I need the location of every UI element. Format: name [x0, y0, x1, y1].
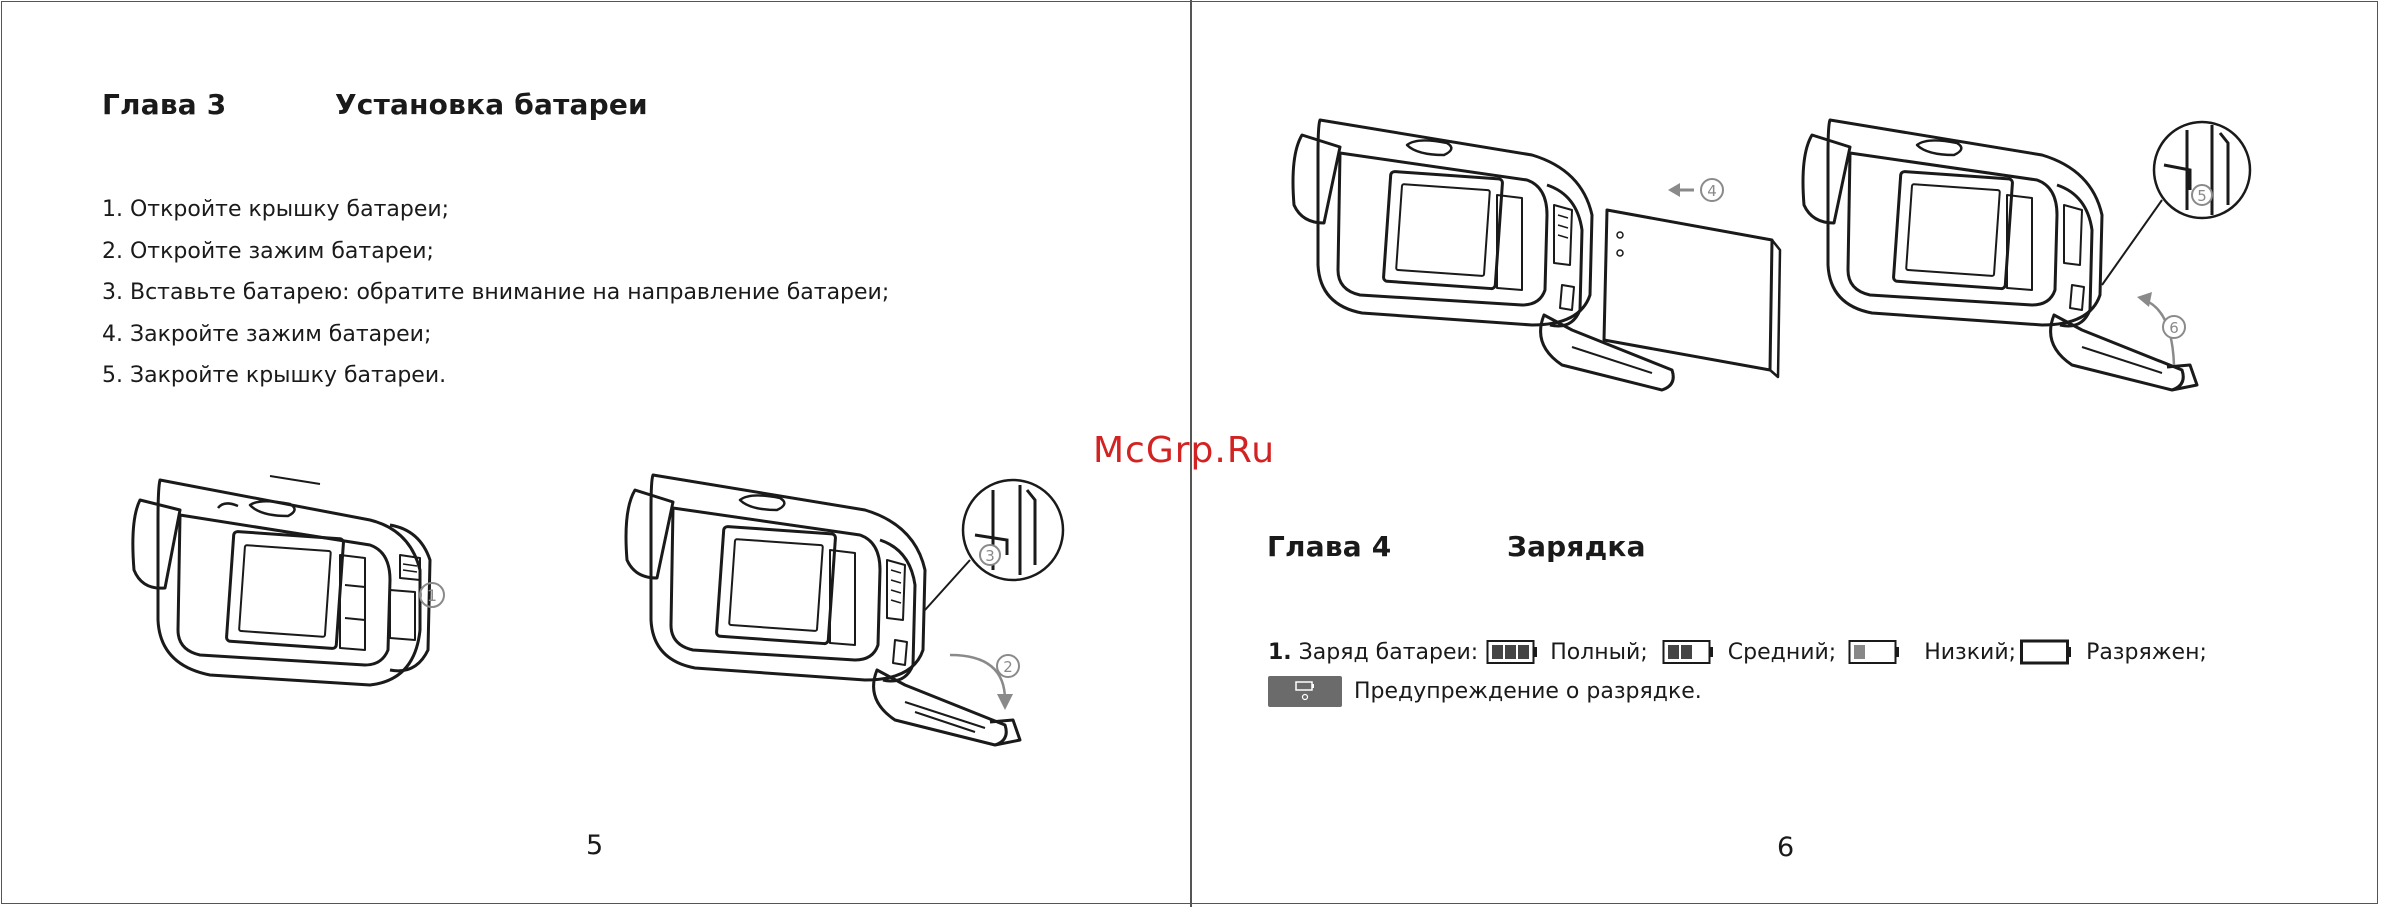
battery-full-icon — [1486, 640, 1538, 664]
battery-low-icon — [1848, 640, 1900, 664]
low-battery-warning-icon — [1268, 675, 1342, 707]
step-item: 3. Вставьте батарею: обратите внимание н… — [102, 280, 890, 305]
page-fold-divider — [1190, 0, 1192, 907]
svg-text:6: 6 — [2169, 319, 2179, 337]
step-item: 5. Закройте крышку батареи. — [102, 363, 447, 388]
charge-empty-label: Разряжен; — [2086, 639, 2207, 665]
step-item: 4. Закройте зажим батареи; — [102, 321, 432, 347]
chapter-4-title: Зарядка — [1507, 530, 1646, 563]
svg-text:2: 2 — [1003, 658, 1013, 676]
battery-charge-line: 1. Заряд батареи: Полный; Средний; Низки… — [1268, 632, 2207, 672]
page-number-6: 6 — [1777, 832, 1795, 863]
step-item: 1. Откройте крышку батареи; — [102, 197, 450, 222]
camcorder-battery-door-illustration: 3 2 — [624, 473, 1065, 747]
charge-item-number: 1. — [1268, 639, 1292, 665]
chapter-3-label: Глава 3 — [102, 88, 227, 121]
svg-text:1: 1 — [427, 586, 437, 605]
camcorder-close-cover-illustration: 5 6 — [1801, 118, 2252, 392]
battery-empty-icon — [2020, 639, 2072, 665]
watermark-text: McGrp.Ru — [1093, 430, 1276, 471]
camcorder-battery-insert-illustration: 4 — [1291, 118, 1782, 392]
page-number-5: 5 — [586, 830, 604, 861]
svg-text:4: 4 — [1707, 182, 1717, 200]
charge-full-label: Полный; — [1550, 639, 1648, 665]
battery-medium-icon — [1662, 640, 1713, 664]
left-page: Глава 3 Установка батареи 1. Откройте кр… — [0, 0, 1190, 907]
warning-text: Предупреждение о разрядке. — [1354, 678, 1702, 704]
svg-text:5: 5 — [2197, 187, 2207, 205]
svg-text:3: 3 — [985, 547, 995, 565]
install-steps-list: 1. Откройте крышку батареи; 2. Откройте … — [102, 189, 889, 397]
right-page: 4 — [1192, 0, 2381, 907]
charge-low-label: Низкий; — [1924, 639, 2017, 665]
charge-medium-label: Средний; — [1727, 639, 1837, 665]
step-item: 2. Откройте зажим батареи; — [102, 238, 434, 264]
charge-label: Заряд батареи: — [1298, 639, 1479, 665]
chapter-3-title: Установка батареи — [335, 88, 648, 121]
chapter-4-label: Глава 4 — [1267, 530, 1392, 563]
low-battery-warning-line: Предупреждение о разрядке. — [1268, 674, 1702, 708]
camcorder-open-cover-illustration: 1 — [131, 475, 445, 687]
